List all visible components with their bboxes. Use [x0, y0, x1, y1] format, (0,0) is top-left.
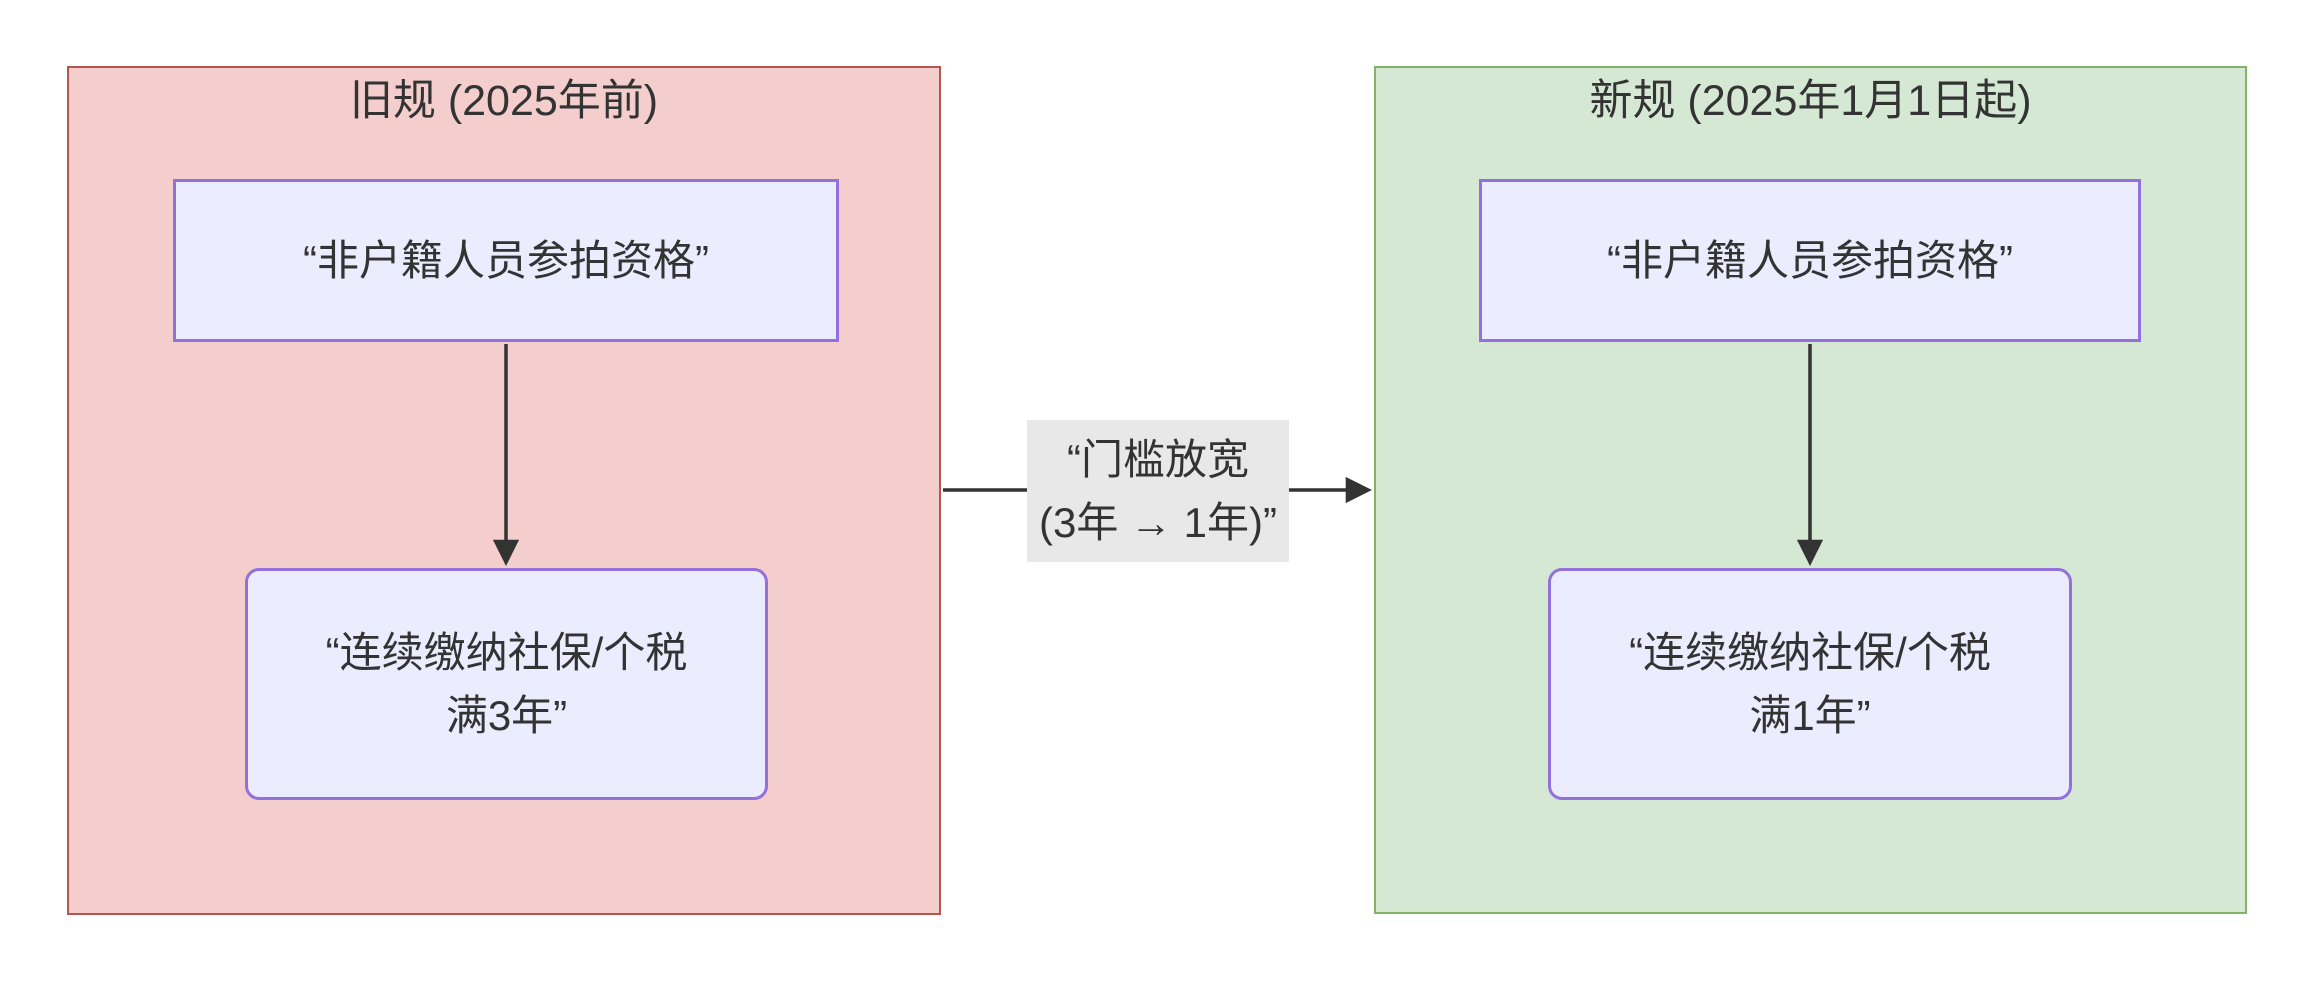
edge-label-threshold: “门槛放宽 (3年 → 1年)” [1026, 420, 1290, 562]
node-new-eligibility-label: “非户籍人员参拍资格” [1607, 237, 2013, 284]
node-old-requirement-line1: “连续缴纳社保/个税 [325, 629, 688, 676]
node-new-requirement-line1: “连续缴纳社保/个税 [1629, 629, 1991, 676]
node-old-eligibility: “非户籍人员参拍资格” [173, 179, 839, 342]
subgraph-old-title: 旧规 (2025年前) [349, 77, 659, 125]
node-new-eligibility: “非户籍人员参拍资格” [1479, 179, 2141, 342]
node-new-requirement-line2: 满1年” [1749, 692, 1871, 739]
node-old-eligibility-label: “非户籍人员参拍资格” [303, 237, 709, 284]
edge-label-line1: “门槛放宽 [1066, 436, 1249, 483]
edge-label-line2: (3年 → 1年)” [1038, 499, 1278, 546]
node-new-requirement: “连续缴纳社保/个税 满1年” [1548, 568, 2072, 800]
node-old-requirement: “连续缴纳社保/个税 满3年” [245, 568, 768, 800]
subgraph-new-title: 新规 (2025年1月1日起) [1589, 77, 2032, 125]
node-old-requirement-line2: 满3年” [445, 692, 568, 739]
